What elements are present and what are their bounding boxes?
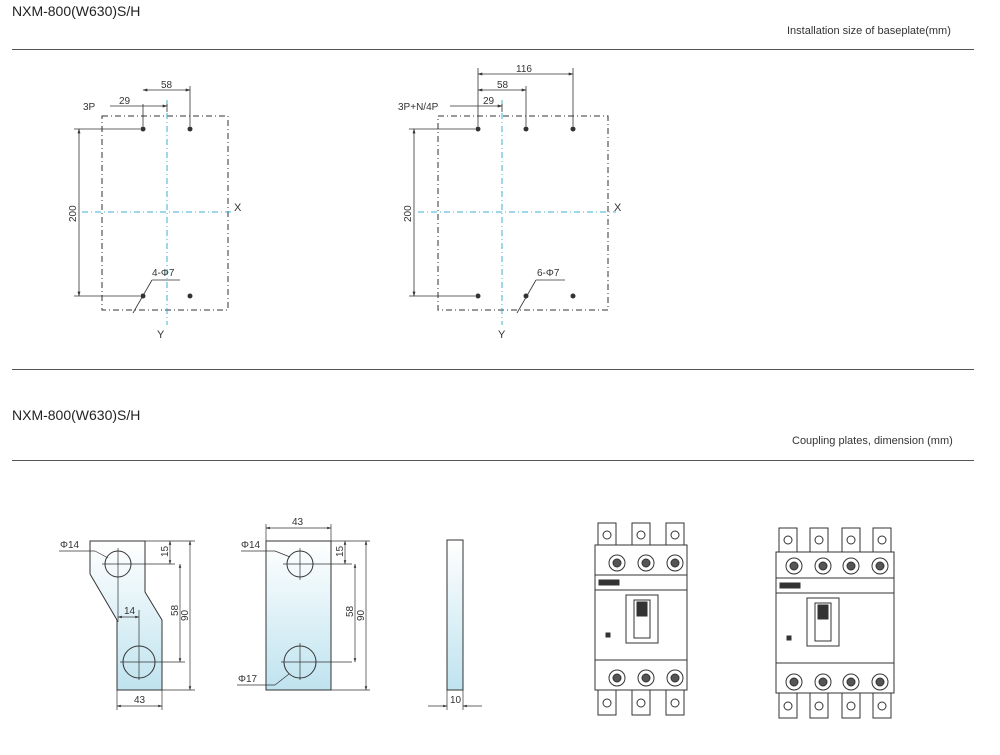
brand-badge (779, 582, 801, 589)
plate-side-outline (446, 539, 464, 691)
dim-29: 29 (483, 96, 495, 107)
hole-callout: 4-Φ7 (152, 268, 175, 279)
dim-200: 200 (403, 205, 414, 222)
mount-hole (187, 126, 193, 132)
mount-hole (475, 126, 481, 132)
section2-top-divider (12, 460, 974, 461)
section1-title: NXM-800(W630)S/H (12, 3, 141, 19)
dim-top: 15 (335, 545, 346, 557)
hole-callout-bottom: Φ17 (238, 674, 258, 685)
hole-callout-top: Φ14 (60, 540, 80, 551)
baseplate-outline (101, 115, 229, 311)
pole-label-4p: 3P+N/4P (398, 102, 439, 113)
section2-title: NXM-800(W630)S/H (12, 407, 141, 423)
coupling-plate-straight: 43 Φ14 Φ17 15 58 90 (237, 517, 370, 691)
dim-mid: 58 (345, 605, 356, 617)
dim-width: 43 (292, 517, 304, 528)
brand-text: CHNT (781, 583, 793, 588)
baseplate-outline (437, 115, 609, 311)
dim-200: 200 (68, 205, 79, 222)
section2-subtitle: Coupling plates, dimension (mm) (792, 435, 953, 447)
mount-hole (523, 126, 529, 132)
plate-outline (265, 540, 332, 691)
axis-x-label: X (234, 202, 242, 214)
axis-y-label: Y (498, 329, 506, 341)
breaker-4p-illustration: CHNT (775, 527, 895, 719)
baseplate-4p-drawing: 116 58 29 3P+N/4P 200 6-Φ7 X Y (398, 64, 622, 341)
section-divider (12, 369, 974, 370)
dim-thickness: 10 (450, 695, 462, 706)
dim-58: 58 (161, 80, 173, 91)
dim-29: 29 (119, 96, 131, 107)
dim-58: 58 (497, 80, 509, 91)
baseplate-3p-drawing: 58 29 3P 200 4-Φ7 X Y (68, 80, 242, 341)
dim-top: 15 (160, 545, 171, 557)
axis-x-label: X (614, 202, 622, 214)
axis-y-label: Y (157, 329, 165, 341)
mount-hole (570, 293, 576, 299)
mount-hole (187, 293, 193, 299)
dim-width: 43 (134, 695, 146, 706)
mount-hole (570, 126, 576, 132)
brand-text: CHNT (600, 580, 612, 585)
dim-116: 116 (516, 64, 532, 75)
section1-subtitle: Installation size of baseplate(mm) (787, 25, 951, 37)
breaker-3p-illustration: CHNT (594, 522, 688, 716)
mount-hole (140, 126, 146, 132)
coupling-plate-bent: 14 Φ14 15 58 90 43 (59, 540, 195, 710)
hole-callout-top: Φ14 (241, 540, 261, 551)
dim-mid: 58 (170, 604, 181, 616)
dim-total: 90 (356, 609, 367, 621)
hole-callout: 6-Φ7 (537, 268, 560, 279)
section1-top-divider (12, 49, 974, 50)
brand-badge (598, 579, 620, 586)
coupling-plate-side: 10 (428, 539, 482, 710)
mount-hole (475, 293, 481, 299)
pole-label-3p: 3P (83, 102, 96, 113)
dim-total: 90 (180, 609, 191, 621)
dim-offset: 14 (124, 606, 136, 617)
